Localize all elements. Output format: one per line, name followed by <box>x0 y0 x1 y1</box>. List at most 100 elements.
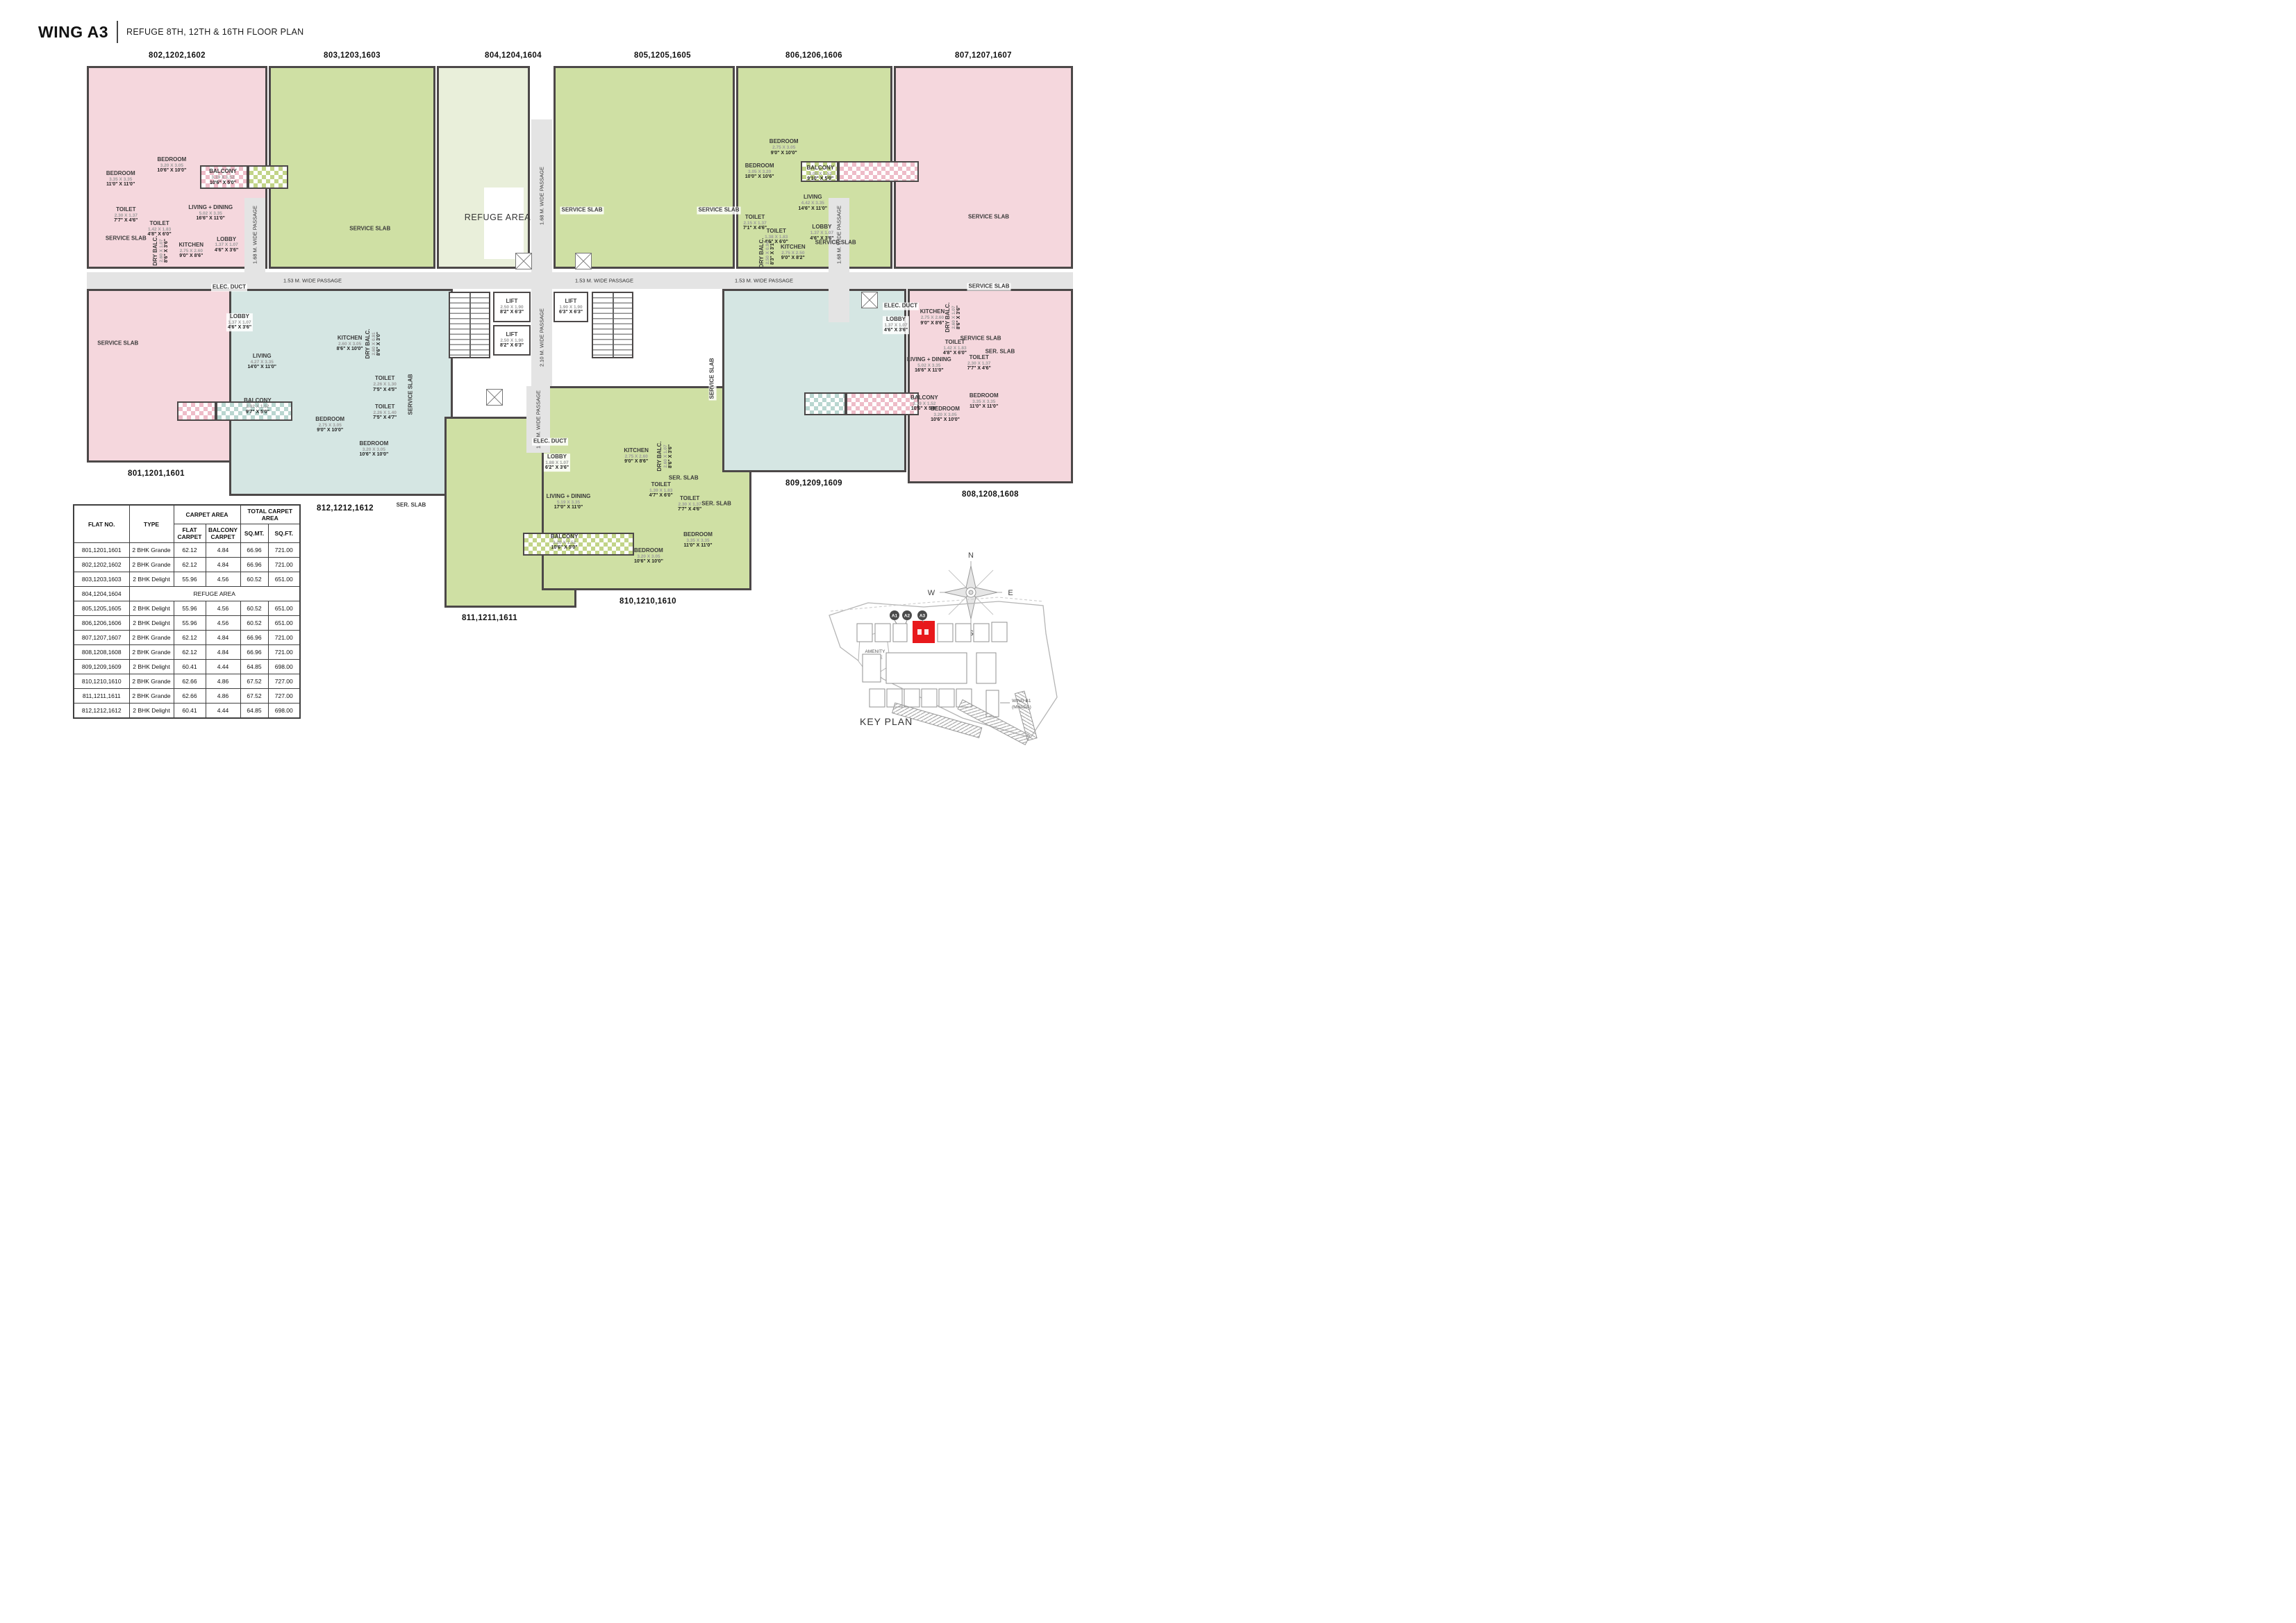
room-dim-metric: 2.30 X 1.37 <box>967 361 991 367</box>
room-name: TOILET <box>375 375 395 382</box>
cell-type: 2 BHK Grande <box>128 688 174 704</box>
room-dim-imperial: 9'0" X 8'6" <box>624 459 649 465</box>
duct-box <box>486 389 503 406</box>
passage-label: 2.10 M. WIDE PASSAGE <box>538 308 545 367</box>
room-name: SERVICE SLAB <box>968 213 1010 220</box>
room-name: LIVING + DINING <box>188 203 233 210</box>
room-name: TOILET <box>680 495 700 502</box>
cell-flat-carpet: 60.41 <box>173 703 206 719</box>
room-dim-imperial: 7'5" X 4'7" <box>373 415 397 421</box>
keyplan-svg: N E S W AMENITY SPACE <box>829 551 1058 746</box>
room-dim-metric: 5.02 X 3.35 <box>917 363 941 368</box>
room-dim-imperial: 10'0" X 10'6" <box>744 174 774 179</box>
cell-balcony-carpet: 4.56 <box>205 615 241 631</box>
room-name: BEDROOM <box>969 392 999 399</box>
room-dim-imperial: 4'7" X 6'0" <box>649 493 673 499</box>
room-label: REFUGE AREA <box>465 213 531 222</box>
cell-flat-carpet: 62.12 <box>173 557 206 572</box>
room-dim-imperial: 7'7" X 4'6" <box>114 217 138 223</box>
flat-block-807: SERVICE SLAB <box>894 66 1073 269</box>
flat-number-label: 807,1207,1607 <box>955 51 1012 60</box>
lift-label: LIFT <box>506 298 518 305</box>
room-dim-imperial: 8'6" X 10'0" <box>336 347 363 352</box>
room-name: BEDROOM <box>744 162 774 169</box>
cell-flat-no: 803,1203,1603 <box>73 572 130 587</box>
room-dim-imperial: 10'6" X 5'0" <box>910 406 938 411</box>
room-name: BEDROOM <box>315 415 345 422</box>
room-dim-metric: 3.35 X 3.35 <box>686 538 710 543</box>
col-header-type: TYPE <box>128 504 174 543</box>
room-dim-metric: 3.35 X 3.35 <box>109 177 133 183</box>
flat-number-label: 805,1205,1605 <box>634 51 691 60</box>
flat-block-809 <box>722 289 906 472</box>
misc-label: SERVICE SLAB <box>697 206 741 215</box>
room-dim-metric: 2.75 X 3.05 <box>772 145 796 151</box>
room-dim-imperial: 7'1" X 4'6" <box>743 226 767 231</box>
room-dim-metric: 3.35 X 3.35 <box>972 399 996 404</box>
cell-balcony-carpet: 4.84 <box>205 542 241 558</box>
passage-label: 1.53 M. WIDE PASSAGE <box>574 277 634 284</box>
flat-block-804: REFUGE AREA <box>437 66 531 269</box>
svg-text:A2: A2 <box>904 614 910 619</box>
room-dim-imperial: 14'6" X 11'0" <box>798 206 828 211</box>
cell-sq-mt: 66.96 <box>240 542 269 558</box>
lift-label: LIFT <box>506 331 518 338</box>
room-dim-metric: 2.75 X 2.60 <box>624 453 648 459</box>
page-subtitle: REFUGE 8TH, 12TH & 16TH FLOOR PLAN <box>126 27 304 37</box>
duct-box <box>515 253 532 269</box>
room-dim-imperial: 4'8" X 6'0" <box>942 351 967 356</box>
room-dim-imperial: 9'0" X 8'6" <box>920 320 945 326</box>
room-dim-metric: 2.92 X 1.52 <box>246 404 269 410</box>
room-dim-metric: 3.20 X 3.05 <box>362 447 386 452</box>
cell-refuge-area: REFUGE AREA <box>128 586 301 601</box>
cell-flat-no: 806,1206,1606 <box>73 615 130 631</box>
passage-label: 1.68 M. WIDE PASSAGE <box>251 205 258 265</box>
room-dim-metric: 2.60 X 3.05 <box>338 341 362 347</box>
room-dim-metric: 2.30 X 1.37 <box>114 213 138 218</box>
room-dim-metric: 2.30 X 1.37 <box>678 501 701 507</box>
cell-sq-mt: 60.52 <box>240 572 269 587</box>
room-dim-imperial: 4'6" X 3'6" <box>810 235 834 241</box>
room-dim-metric: 3.20 X 3.05 <box>637 554 660 559</box>
room-dim-metric: 1.37 X 1.07 <box>215 242 238 248</box>
room-dim-metric: 2.26 X 1.40 <box>373 410 397 416</box>
flat-block-805 <box>554 66 735 269</box>
compass-e: E <box>1008 589 1013 597</box>
room-dim-metric: 1.42 X 1.83 <box>147 226 172 232</box>
keyplan: N E S W AMENITY SPACE <box>820 549 1146 764</box>
col-header-total-carpet-area: TOTAL CARPET AREA <box>240 504 301 524</box>
misc-label: ELEC. DUCT <box>883 302 919 310</box>
passage-label: 1.53 M. WIDE PASSAGE <box>734 277 794 284</box>
room-name: TOILET <box>116 206 136 213</box>
col-header-balcony-carpet: BALCONY CARPET <box>205 524 241 543</box>
col-header-sq-mt: SQ.MT. <box>240 524 269 543</box>
cell-sq-ft: 721.00 <box>267 630 301 645</box>
cell-type: 2 BHK Delight <box>128 601 174 616</box>
cell-balcony-carpet: 4.84 <box>205 557 241 572</box>
room-dim-metric: 5.02 X 3.35 <box>199 210 222 216</box>
parking-strips <box>892 690 1038 746</box>
cell-sq-mt: 67.52 <box>240 688 269 704</box>
cell-sq-mt: 60.52 <box>240 615 269 631</box>
cell-balcony-carpet: 4.84 <box>205 630 241 645</box>
room-dim-imperial: 9'0" X 10'0" <box>317 427 344 433</box>
cell-sq-mt: 64.85 <box>240 659 269 674</box>
cell-flat-no: 802,1202,1602 <box>73 557 130 572</box>
